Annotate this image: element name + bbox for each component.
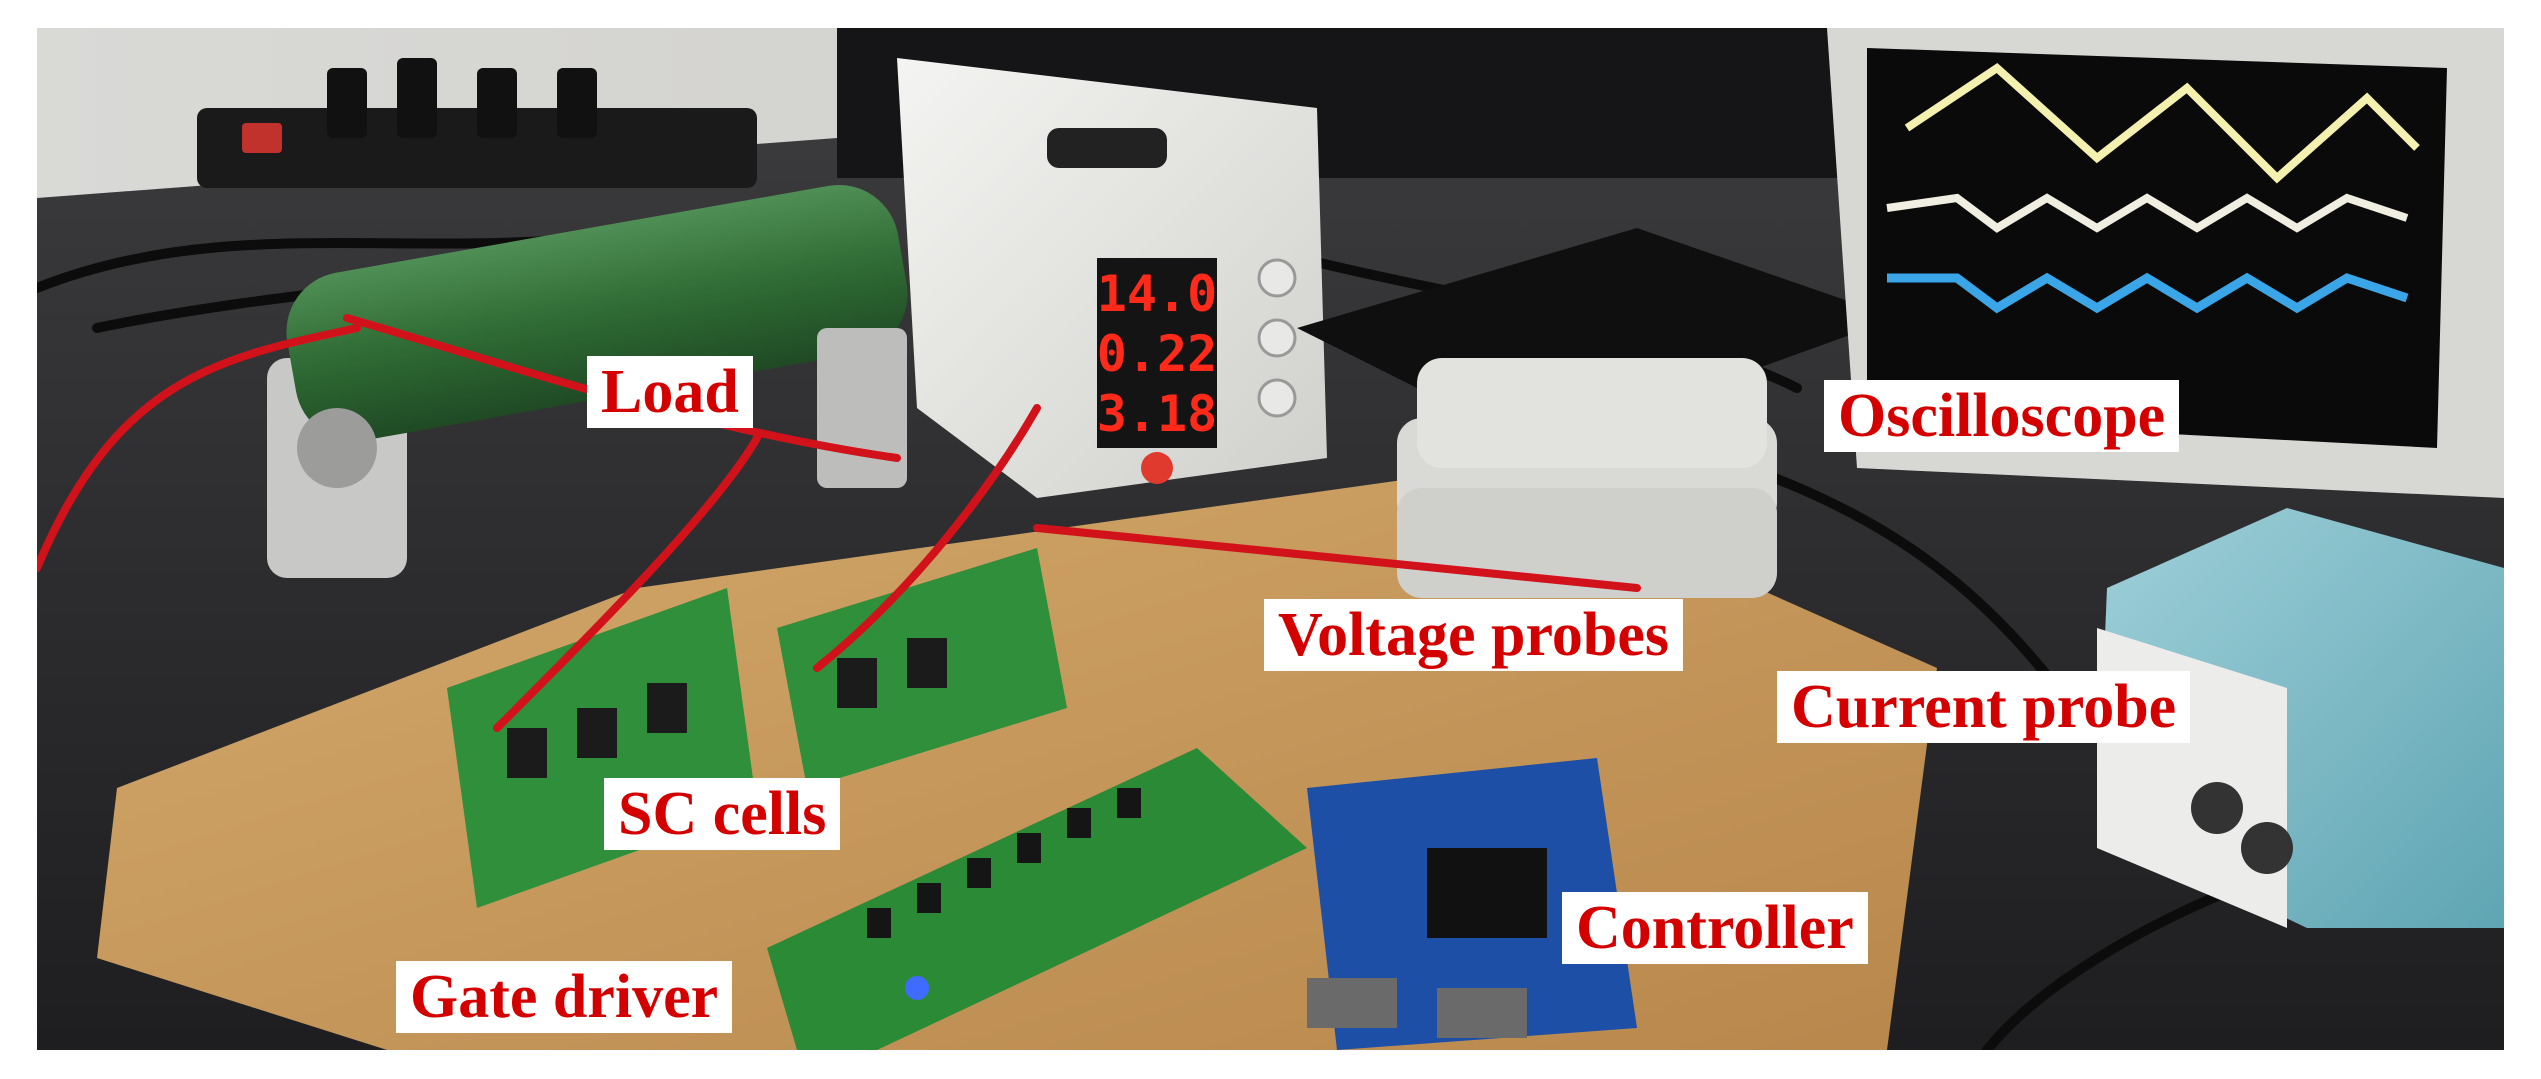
psu-voltage-readout: 14.0 — [1097, 265, 1217, 323]
psu-current-readout: 0.22 — [1097, 325, 1217, 383]
label-gate-driver: Gate driver — [396, 961, 733, 1033]
label-oscilloscope: Oscilloscope — [1824, 380, 2180, 452]
lab-setup-photo: 14.0 0.22 3.18 — [37, 28, 2504, 1050]
label-current-probe: Current probe — [1777, 671, 2191, 743]
voltage-probe-boxes — [1397, 358, 1777, 598]
power-strip — [197, 58, 757, 188]
gate-driver-board — [767, 748, 1307, 1050]
controller-board — [1307, 758, 1637, 1050]
label-sc-cells: SC cells — [604, 778, 841, 850]
current-probe-amplifier — [2097, 508, 2504, 928]
label-controller: Controller — [1562, 892, 1868, 964]
label-voltage-probes: Voltage probes — [1264, 599, 1683, 671]
psu-power-readout: 3.18 — [1097, 385, 1217, 443]
power-supply: 14.0 0.22 3.18 — [897, 58, 1327, 498]
label-load: Load — [587, 356, 753, 428]
